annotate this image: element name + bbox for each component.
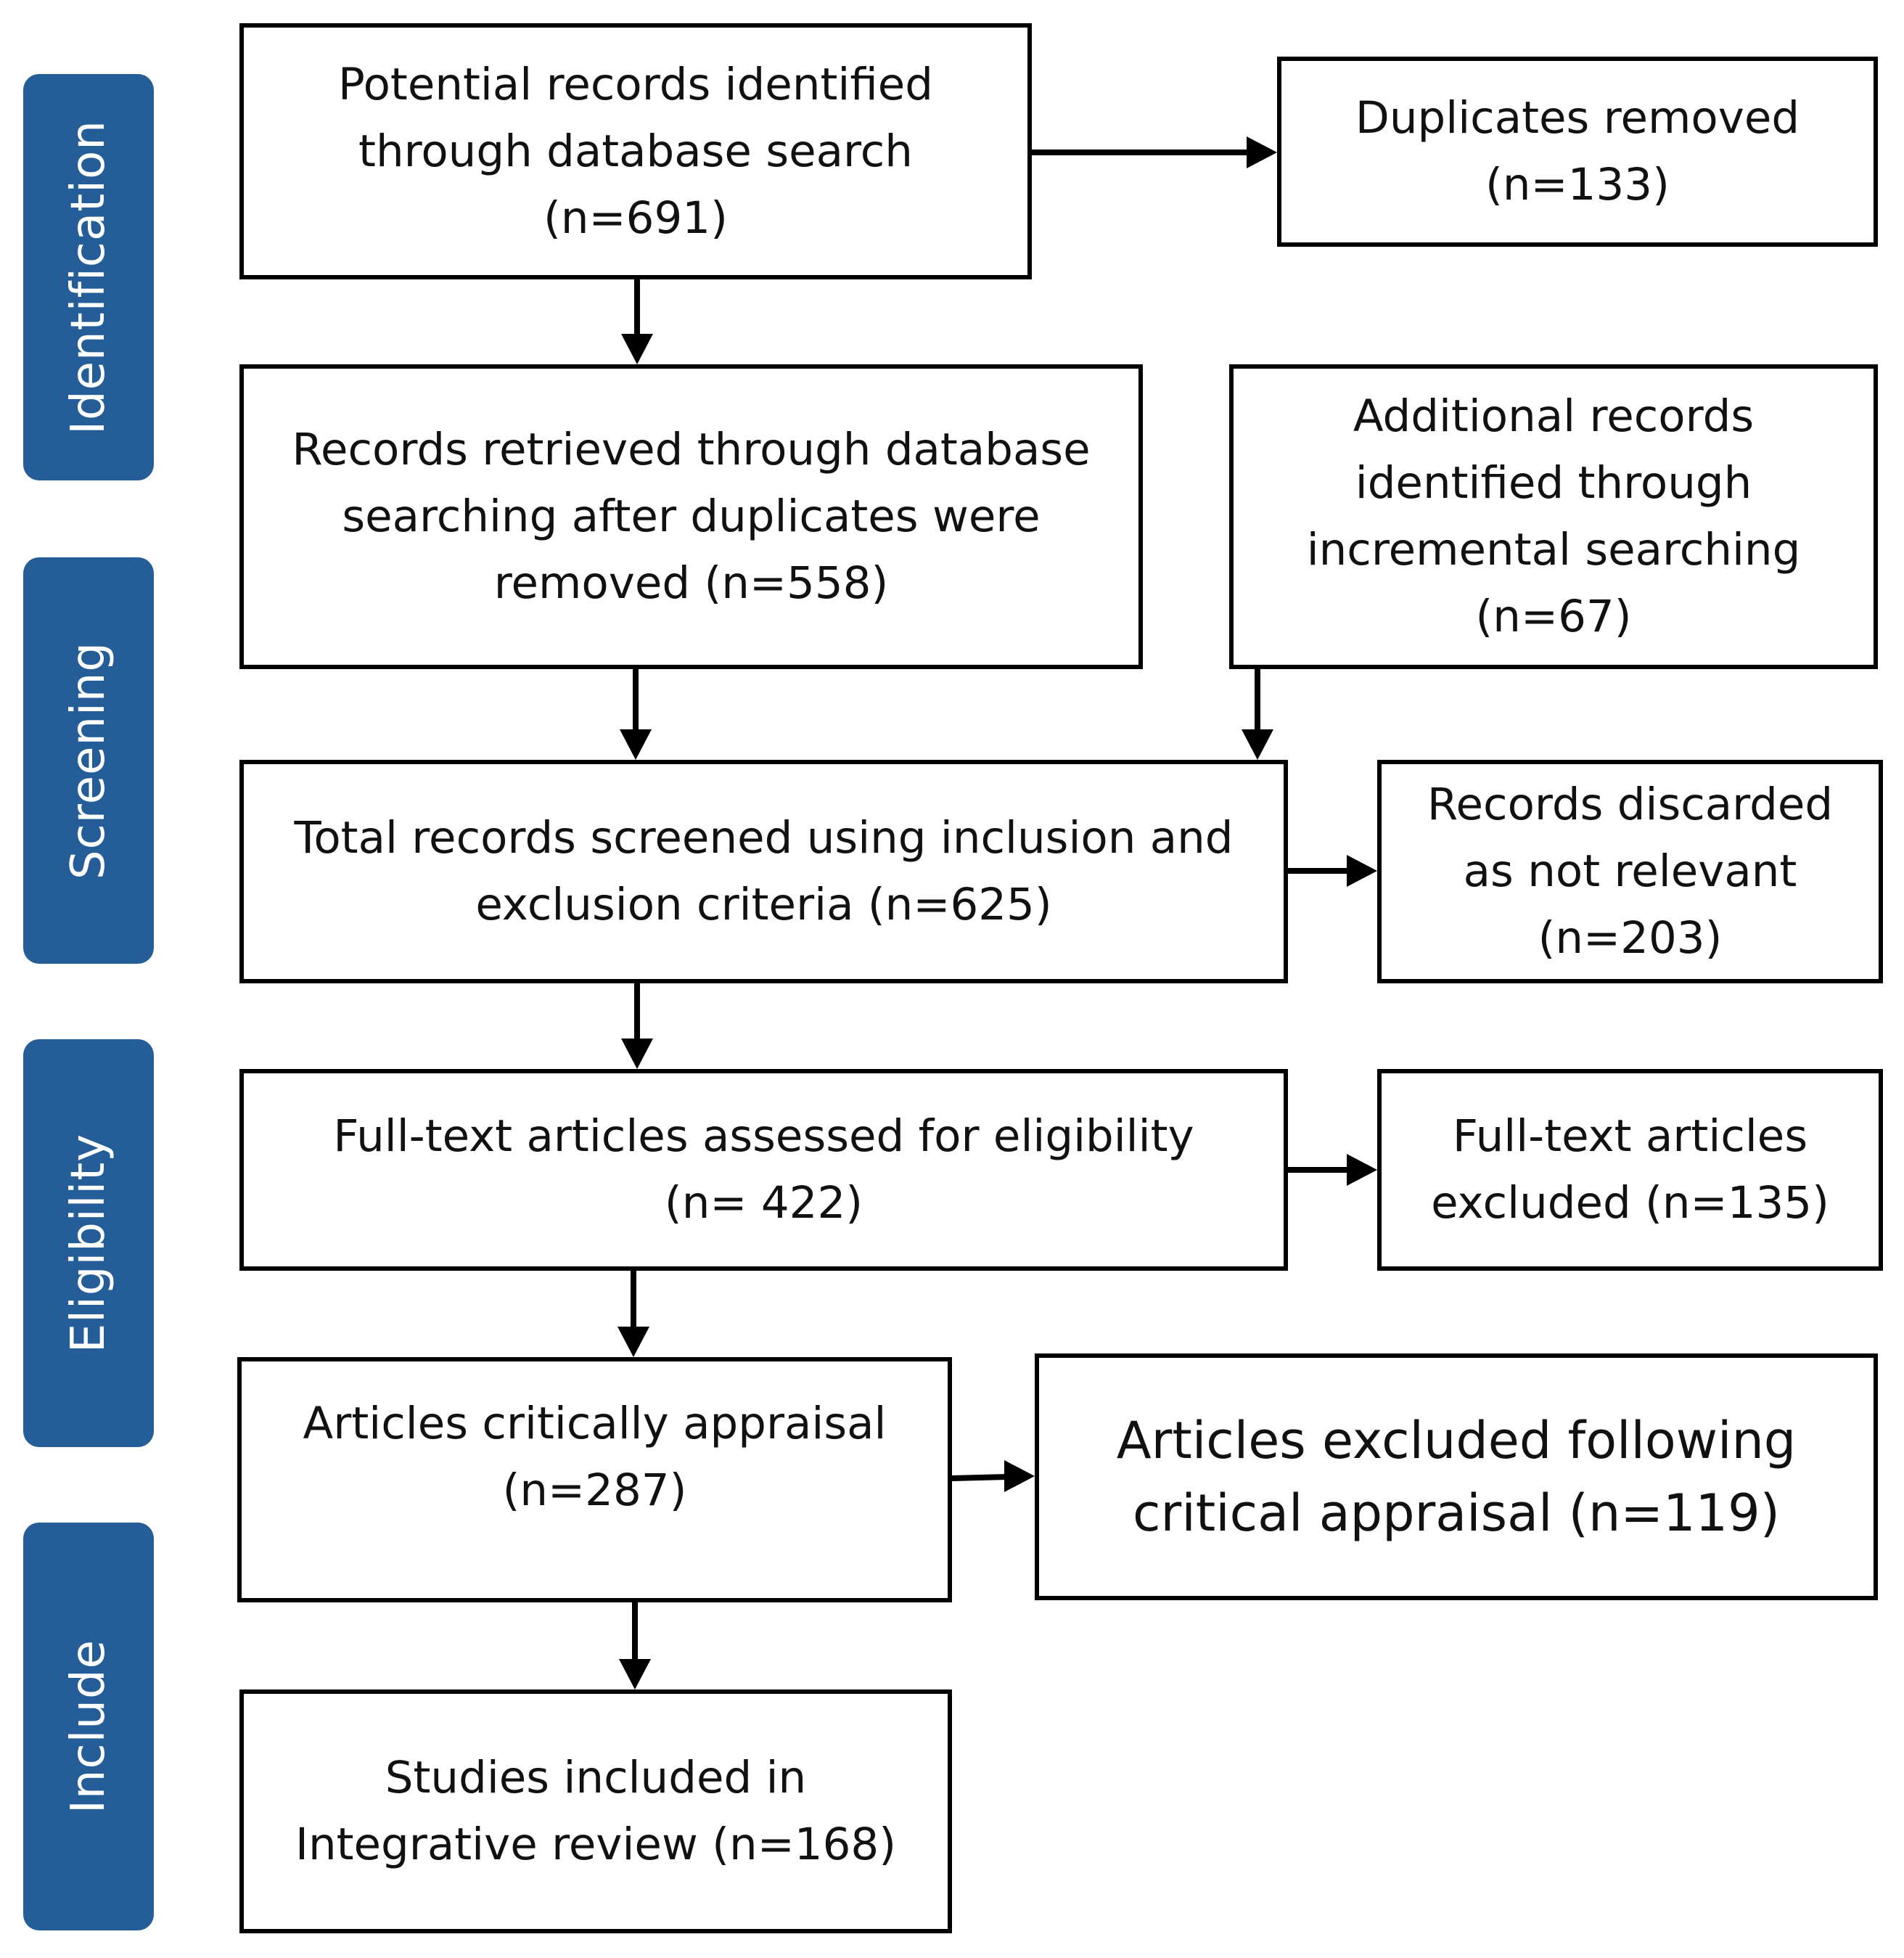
box-potential-records-text: Potential records identified through dat… [337,58,934,244]
box-additional-records: Additional records identified through in… [1229,364,1878,669]
arrowhead-to-discarded [1347,855,1377,887]
box-duplicates-removed-text: Duplicates removed (n=133) [1355,92,1800,210]
phase-include: Include [23,1523,154,1930]
arrow-to-excluded-appraisal [951,1474,1008,1481]
arrowhead-screened-to-assessed [621,1039,653,1069]
box-fulltext-excluded-text: Full-text articles excluded (n=135) [1431,1110,1829,1229]
arrowhead-to-retrieved [621,334,653,364]
box-potential-records: Potential records identified through dat… [239,23,1032,279]
box-studies-included: Studies included in Integrative review (… [239,1689,952,1933]
phase-screening: Screening [23,557,154,964]
box-critical-appraisal-text: Articles critically appraisal (n=287) [303,1398,887,1516]
arrowhead-to-fulltext-excluded [1347,1154,1377,1186]
arrowhead-appraisal-to-included [619,1659,651,1689]
phase-eligibility: Eligibility [23,1039,154,1447]
arrowhead-to-excluded-appraisal [1004,1460,1035,1492]
box-records-discarded: Records discarded as not relevant (n=203… [1377,760,1883,983]
arrowhead-to-duplicates [1247,136,1277,168]
phase-identification-label: Identification [62,120,115,435]
box-fulltext-assessed-text: Full-text articles assessed for eligibil… [333,1110,1194,1229]
box-fulltext-excluded: Full-text articles excluded (n=135) [1377,1069,1883,1271]
box-total-screened-text: Total records screened using inclusion a… [294,812,1234,930]
phase-eligibility-label: Eligibility [62,1133,115,1353]
box-studies-included-text: Studies included in Integrative review (… [295,1752,897,1870]
box-records-retrieved-text: Records retrieved through database searc… [292,424,1091,609]
box-records-discarded-text: Records discarded as not relevant (n=203… [1427,779,1834,964]
arrowhead-additional-to-screened [1242,729,1273,760]
box-excluded-appraisal-text: Articles excluded following critical app… [1116,1411,1797,1543]
box-excluded-appraisal: Articles excluded following critical app… [1035,1353,1878,1600]
box-records-retrieved: Records retrieved through database searc… [239,364,1143,669]
box-duplicates-removed: Duplicates removed (n=133) [1277,57,1878,247]
phase-identification: Identification [23,74,154,480]
phase-include-label: Include [62,1639,115,1814]
arrowhead-retrieved-to-screened [620,729,652,760]
box-critical-appraisal: Articles critically appraisal (n=287) [237,1357,952,1602]
box-fulltext-assessed: Full-text articles assessed for eligibil… [239,1069,1288,1271]
box-total-screened: Total records screened using inclusion a… [239,760,1288,983]
arrowhead-assessed-to-appraisal [617,1327,649,1357]
box-additional-records-text: Additional records identified through in… [1306,390,1801,642]
phase-screening-label: Screening [62,642,115,880]
